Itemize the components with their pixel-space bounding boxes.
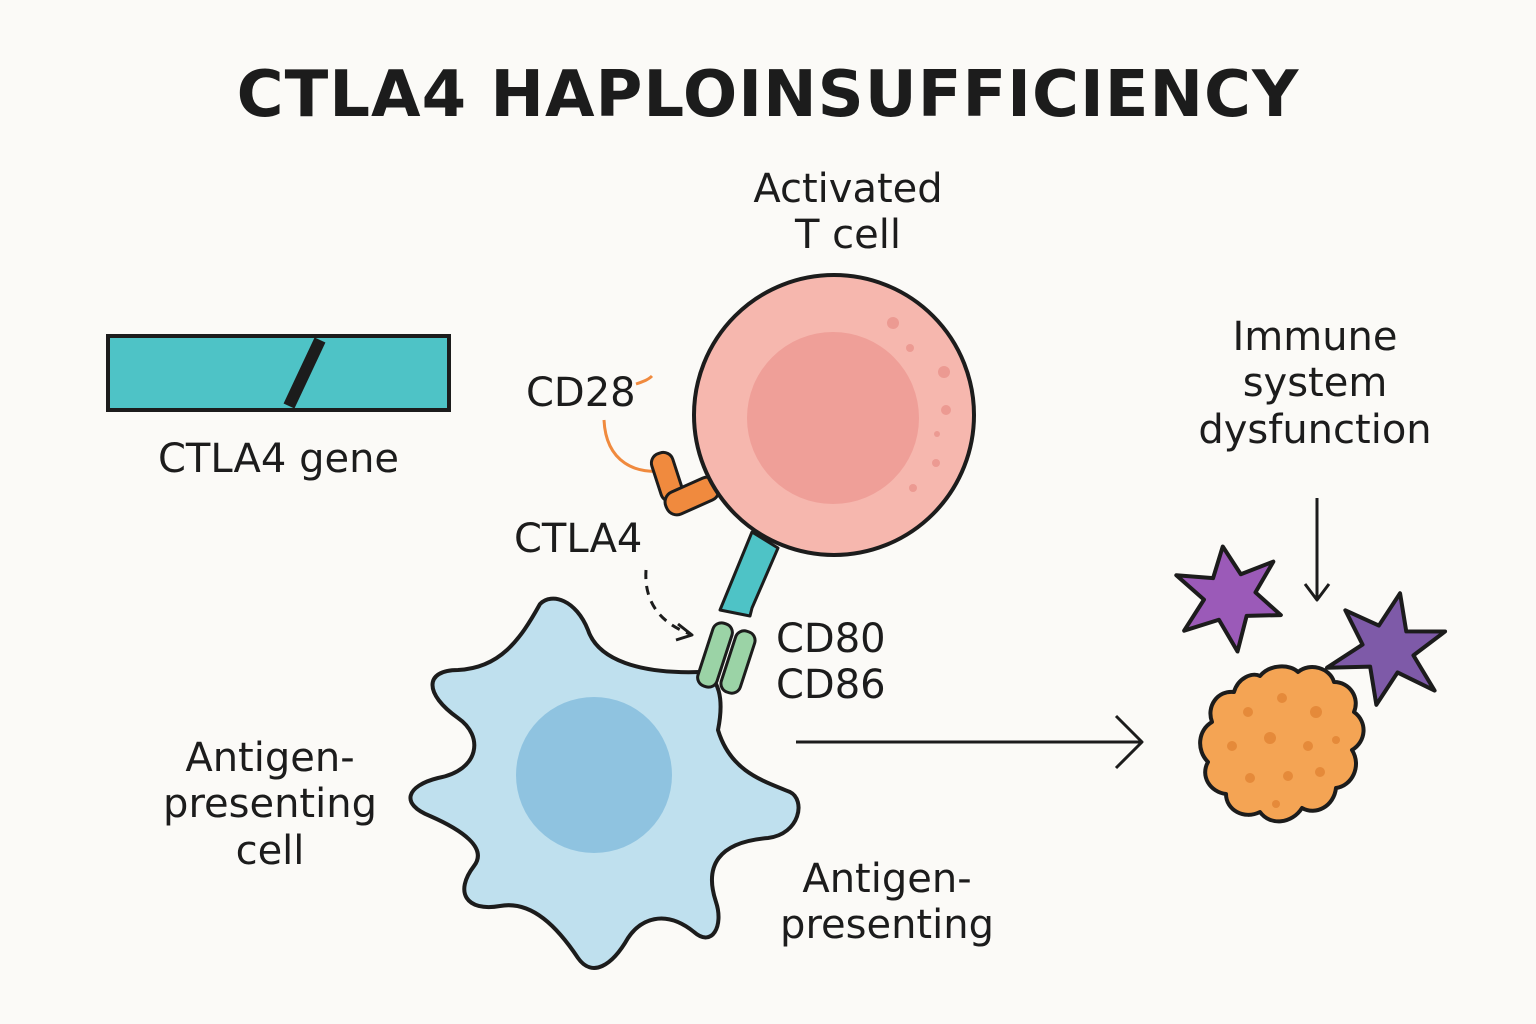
- apc-label-line3: cell: [235, 827, 305, 874]
- diagram-title: CTLA4 HAPLOINSUFFICIENCY: [236, 58, 1300, 132]
- damaged-cell-body: [1198, 664, 1366, 824]
- star-right: [1324, 591, 1448, 707]
- dysfunction-label: Immune system dysfunction: [1180, 314, 1450, 453]
- activated-t-cell: [692, 273, 976, 557]
- gene-bar-fill: [106, 334, 451, 412]
- t-cell-label: Activated T cell: [720, 166, 976, 259]
- gene-mutation-mark: [283, 337, 326, 409]
- apc-nucleus: [516, 697, 672, 853]
- dysfunction-down-arrow: [1303, 498, 1331, 602]
- dysfunction-label-line1: Immune: [1232, 314, 1398, 360]
- apc-label-line2: presenting: [163, 781, 377, 828]
- t-cell-nucleus: [747, 332, 919, 504]
- ctla4-gene-bar: [106, 334, 451, 412]
- antigen-presenting-cell: [408, 596, 801, 970]
- t-cell-label-line1: Activated: [753, 166, 943, 212]
- t-cell-label-line2: T cell: [795, 212, 901, 259]
- dysfunction-label-line3: dysfunction: [1198, 406, 1432, 453]
- cd86-label: CD86: [776, 662, 886, 709]
- apc-bottom-label-line2: presenting: [780, 902, 994, 949]
- cd80-label: CD80: [776, 616, 886, 662]
- apc-label-line1: Antigen-: [185, 735, 355, 781]
- dysfunction-label-line2: system: [1242, 360, 1388, 407]
- ctla4-receptor: [718, 530, 780, 618]
- star-left: [1174, 544, 1283, 654]
- outcome-arrow: [796, 714, 1144, 770]
- cd80-cd86-ligands: [696, 621, 757, 695]
- cd80-cd86-label: CD80 CD86: [776, 616, 886, 709]
- apc-bottom-label: Antigen- presenting: [756, 856, 1018, 949]
- cd28-label: CD28: [526, 370, 636, 416]
- ctla4-label: CTLA4: [514, 516, 643, 562]
- apc-bottom-label-line1: Antigen-: [802, 856, 972, 902]
- damaged-cell: [1198, 664, 1366, 824]
- gene-label: CTLA4 gene: [157, 436, 400, 482]
- apc-label: Antigen- presenting cell: [140, 735, 400, 874]
- cd28-tick-mark: [635, 374, 654, 386]
- ctla4-binding-arrow: [644, 569, 694, 642]
